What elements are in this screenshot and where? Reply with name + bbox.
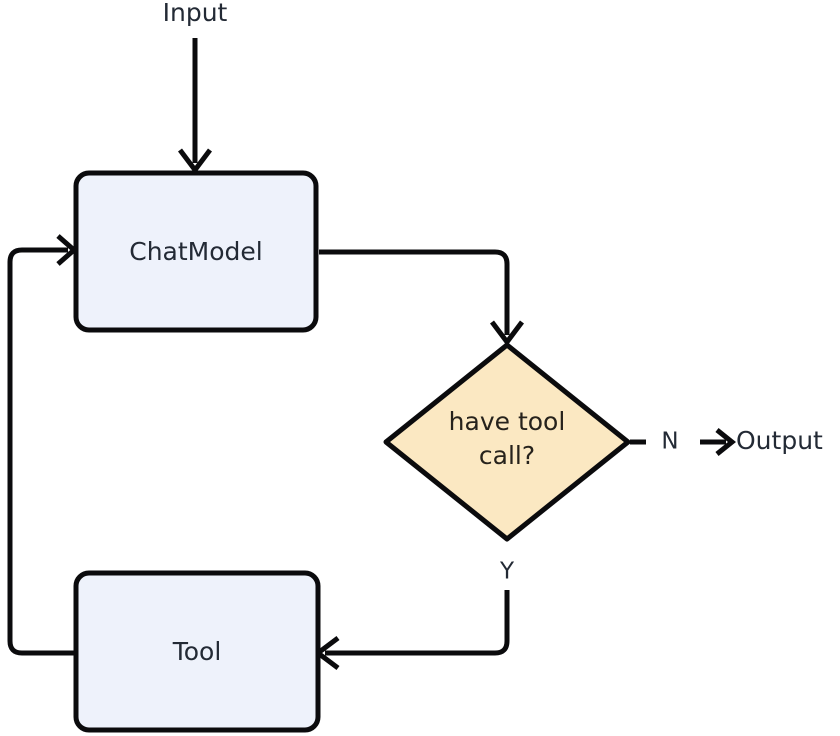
node-decision[interactable]: have tool call? [383,342,631,542]
edge-chatmodel-to-decision [319,249,524,347]
edge-decision-to-tool [313,516,510,670]
node-output-label: Output [736,426,823,455]
node-decision-label-line1: have tool [449,407,566,436]
edge-tool-to-chatmodel-line [7,247,76,656]
edge-tool-to-chatmodel [7,234,78,656]
node-input: Input [163,0,228,27]
branch-label-yes: Y [499,559,515,585]
node-chatmodel-label: ChatModel [129,237,262,266]
node-decision-label-line2: call? [479,441,535,470]
branch-label-no: N [661,429,678,455]
node-input-label: Input [163,0,228,27]
node-tool-shape[interactable] [73,570,321,733]
node-tool-label: Tool [172,637,222,666]
edge-decision-to-output [630,428,737,456]
node-decision-shape[interactable] [383,342,631,542]
edge-input-to-chatmodel-arrowhead [178,148,212,175]
edge-chatmodel-to-decision-line [319,249,510,335]
node-tool[interactable]: Tool [73,570,321,733]
node-output: Output [736,426,823,455]
edge-chatmodel-to-decision-arrowhead [490,320,524,347]
edge-input-to-chatmodel [178,38,212,175]
edge-decision-to-tool-line [325,590,510,656]
node-chatmodel[interactable]: ChatModel [73,170,319,333]
node-chatmodel-shape[interactable] [73,170,319,333]
edge-decision-to-output-arrowhead [715,428,737,456]
